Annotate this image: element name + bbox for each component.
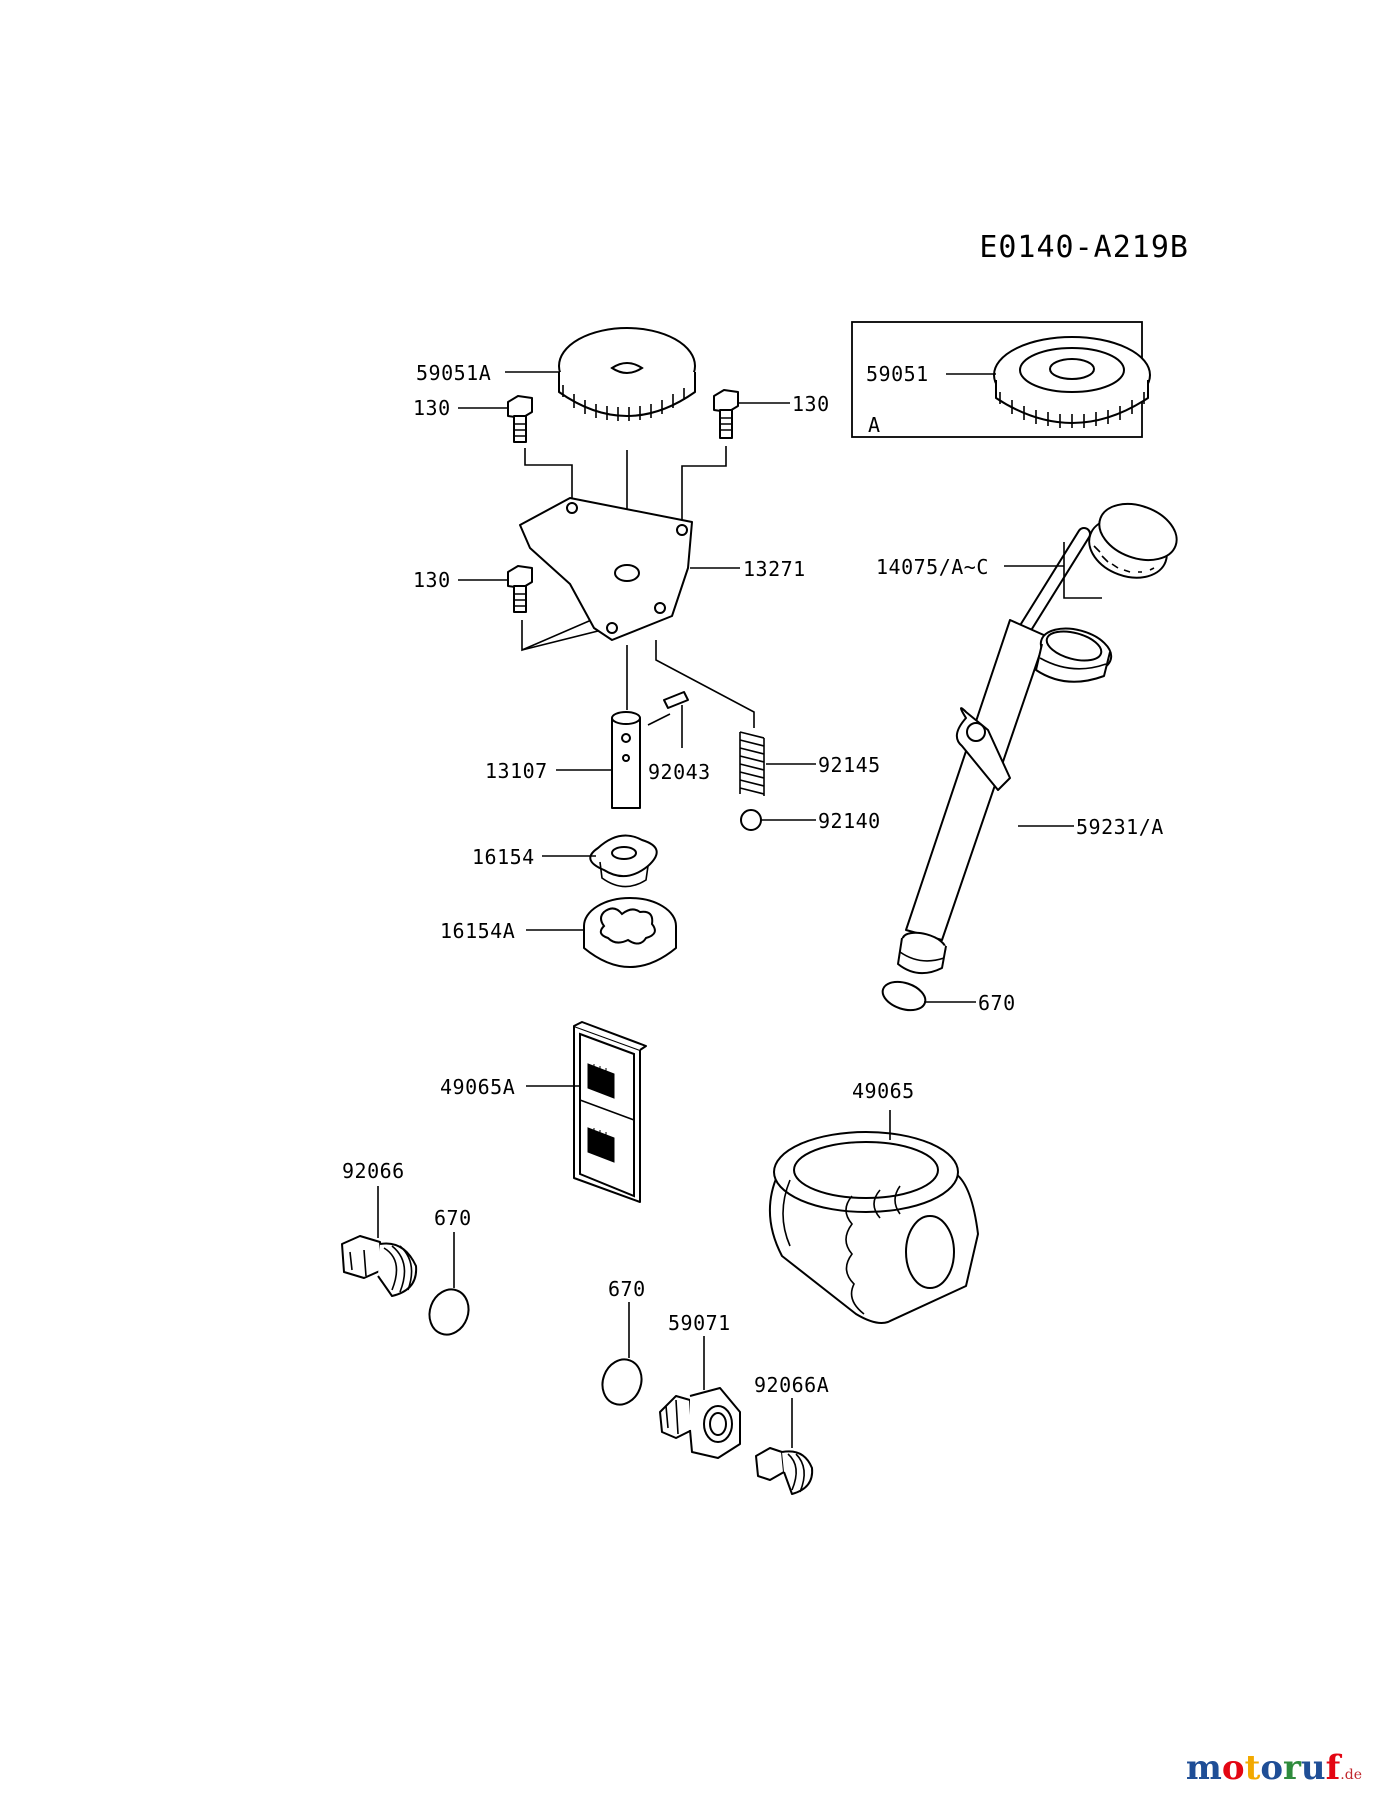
label-92145: 92145 <box>818 753 881 777</box>
drain-plug-92066-icon <box>341 1235 418 1297</box>
oil-strainer-49065A-icon <box>573 1021 647 1203</box>
label-92140: 92140 <box>818 809 881 833</box>
o-ring-670-center-icon <box>601 1358 643 1406</box>
dipstick-cap-14075-icon <box>1011 502 1178 647</box>
wm-suffix: .de <box>1340 1767 1362 1783</box>
label-59071: 59071 <box>668 1311 731 1335</box>
label-49065A: 49065A <box>440 1075 515 1099</box>
wm-c3: t <box>1244 1748 1261 1788</box>
inset-label: A <box>868 413 881 437</box>
label-92066A: 92066A <box>754 1373 829 1397</box>
label-49065: 49065 <box>852 1079 915 1103</box>
oil-filter-49065-icon <box>769 1131 979 1324</box>
label-130-bottom-left: 130 <box>413 568 451 592</box>
gear-59051-icon <box>993 336 1151 428</box>
bolt-130-left-bottom-icon <box>507 565 533 613</box>
pump-cover-plate-13271-icon <box>519 497 693 641</box>
label-92066: 92066 <box>342 1159 405 1183</box>
bolt-130-right-top-icon <box>713 389 739 439</box>
inner-rotor-16154-icon <box>589 834 658 888</box>
o-ring-670-left-icon <box>428 1288 470 1336</box>
label-14075: 14075/A~C <box>876 555 989 579</box>
spring-92145-icon <box>739 731 765 796</box>
bolt-130-left-top-icon <box>507 395 533 443</box>
label-16154A: 16154A <box>440 919 515 943</box>
label-13271: 13271 <box>743 557 806 581</box>
label-16154: 16154 <box>472 845 535 869</box>
label-59231: 59231/A <box>1076 815 1164 839</box>
oil-fitting-59071-icon <box>659 1387 741 1459</box>
o-ring-670-tube-icon <box>881 980 927 1012</box>
label-13107: 13107 <box>485 759 548 783</box>
label-59051: 59051 <box>866 362 929 386</box>
diagram-code: E0140-A219B <box>979 230 1189 265</box>
label-130-top-right: 130 <box>792 392 830 416</box>
label-59051A: 59051A <box>416 361 491 385</box>
label-670-tube: 670 <box>978 991 1016 1015</box>
pin-92043-icon <box>663 691 689 709</box>
motoruf-watermark-logo: motoruf.de <box>1186 1748 1362 1788</box>
label-670-left: 670 <box>434 1206 472 1230</box>
label-92043: 92043 <box>648 760 711 784</box>
wm-c6: u <box>1300 1748 1326 1788</box>
wm-c2: o <box>1221 1748 1245 1788</box>
label-670-center: 670 <box>608 1277 646 1301</box>
pump-shaft-13107-icon <box>611 711 641 809</box>
wm-c5: r <box>1283 1748 1301 1788</box>
wm-c1: m <box>1185 1748 1222 1788</box>
outer-rotor-16154A-icon <box>583 897 677 968</box>
label-130-top-left: 130 <box>413 396 451 420</box>
oil-filler-tube-59231-icon <box>897 619 1113 975</box>
wm-c7: f <box>1325 1748 1341 1788</box>
gear-59051A-icon <box>558 327 696 421</box>
ball-92140-icon <box>740 809 762 831</box>
wm-c4: o <box>1260 1748 1283 1788</box>
drain-plug-92066A-icon <box>755 1447 814 1495</box>
